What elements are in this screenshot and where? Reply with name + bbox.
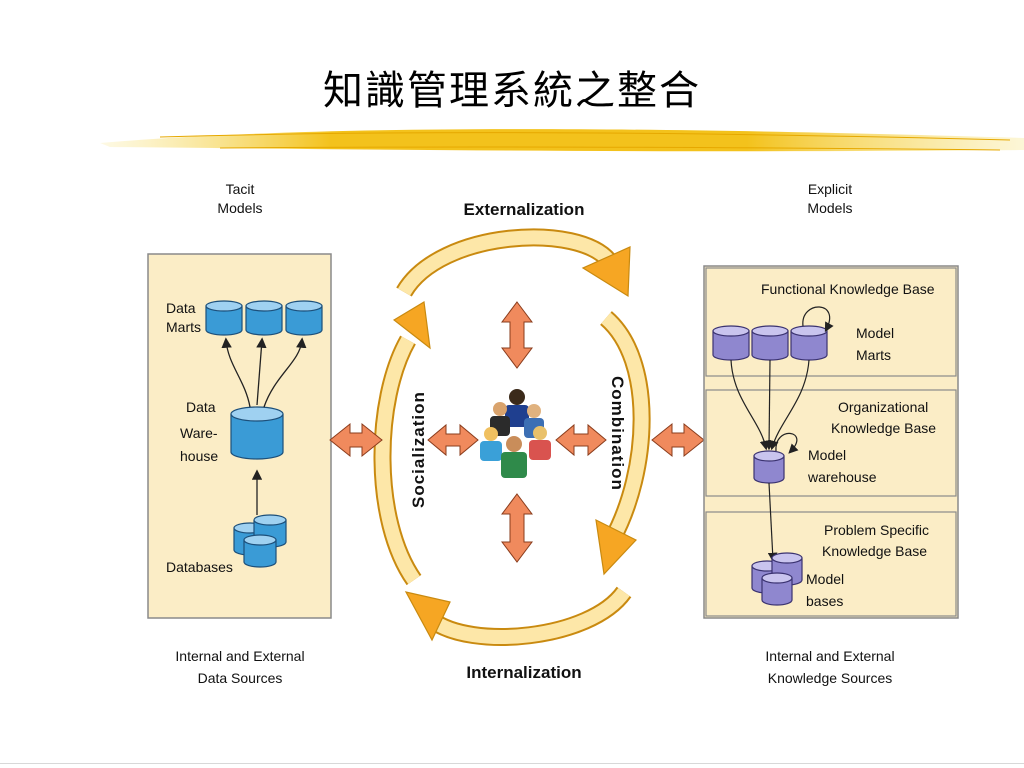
model-bases-label-1: Model: [806, 571, 844, 587]
model-mart-cylinder-icon: [790, 325, 828, 361]
warehouse-label-2: Ware-: [180, 425, 218, 441]
left-outer-horizontal-double-arrow: [329, 422, 383, 458]
model-marts-label-1: Model: [856, 325, 894, 341]
organizational-kb-box: [705, 389, 957, 497]
left-inner-horizontal-double-arrow: [427, 423, 479, 457]
model-marts-label-2: Marts: [856, 347, 891, 363]
bottom-divider: [0, 763, 1024, 764]
explicit-label-2: Models: [807, 200, 852, 216]
right-inner-horizontal-double-arrow: [555, 423, 607, 457]
data-warehouse-cylinder-icon: [230, 406, 284, 460]
problem-specific-kb-title-2: Knowledge Base: [822, 543, 927, 559]
left-footer-label-2: Data Sources: [198, 670, 283, 686]
internalization-arrow: [404, 586, 632, 646]
right-footer-label-2: Knowledge Sources: [768, 670, 893, 686]
socialization-label: Socialization: [409, 391, 428, 508]
organizational-kb-title-1: Organizational: [838, 399, 928, 415]
organizational-kb-title-2: Knowledge Base: [831, 420, 936, 436]
data-mart-cylinder-icon: [285, 300, 323, 336]
title-underline-brush: [100, 129, 1024, 152]
data-mart-cylinder-icon: [245, 300, 283, 336]
model-mart-cylinder-icon: [712, 325, 750, 361]
functional-kb-title: Functional Knowledge Base: [761, 281, 935, 297]
databases-label: Databases: [166, 559, 233, 575]
problem-specific-kb-box: [705, 511, 957, 617]
socialization-arrow: [373, 301, 431, 586]
model-bases-label-2: bases: [806, 593, 843, 609]
model-warehouse-label-1: Model: [808, 447, 846, 463]
left-footer-label-1: Internal and External: [175, 648, 304, 664]
model-marts-loop-arrow: [802, 306, 834, 333]
right-outer-horizontal-double-arrow: [651, 422, 705, 458]
externalization-label: Externalization: [464, 200, 585, 219]
explicit-label-1: Explicit: [808, 181, 852, 197]
bottom-vertical-double-arrow: [501, 493, 533, 563]
slide-title: 知識管理系統之整合: [323, 68, 701, 114]
internalization-label: Internalization: [466, 663, 581, 682]
combination-label: Combination: [608, 376, 627, 491]
data-marts-label-1: Data: [166, 300, 196, 316]
model-warehouse-cylinder-icon: [753, 450, 785, 484]
externalization-arrow: [396, 228, 631, 298]
warehouse-label-3: house: [180, 448, 218, 464]
top-vertical-double-arrow: [501, 301, 533, 369]
model-warehouse-label-2: warehouse: [807, 469, 877, 485]
tacit-label-2: Models: [217, 200, 262, 216]
right-footer-label-1: Internal and External: [765, 648, 894, 664]
databases-cylinder-icon: [233, 514, 287, 568]
model-bases-cylinder-icon: [751, 552, 803, 606]
tacit-label-1: Tacit: [226, 181, 255, 197]
data-mart-cylinder-icon: [205, 300, 243, 336]
model-mart-cylinder-icon: [751, 325, 789, 361]
warehouse-to-marts-arrows: [221, 337, 307, 515]
problem-specific-kb-title-1: Problem Specific: [824, 522, 929, 538]
people-group-icon: [480, 389, 551, 478]
warehouse-label-1: Data: [186, 399, 216, 415]
data-marts-label-2: Marts: [166, 319, 201, 335]
combination-arrow: [595, 311, 651, 576]
marts-to-warehouse-arrows: [730, 359, 810, 563]
